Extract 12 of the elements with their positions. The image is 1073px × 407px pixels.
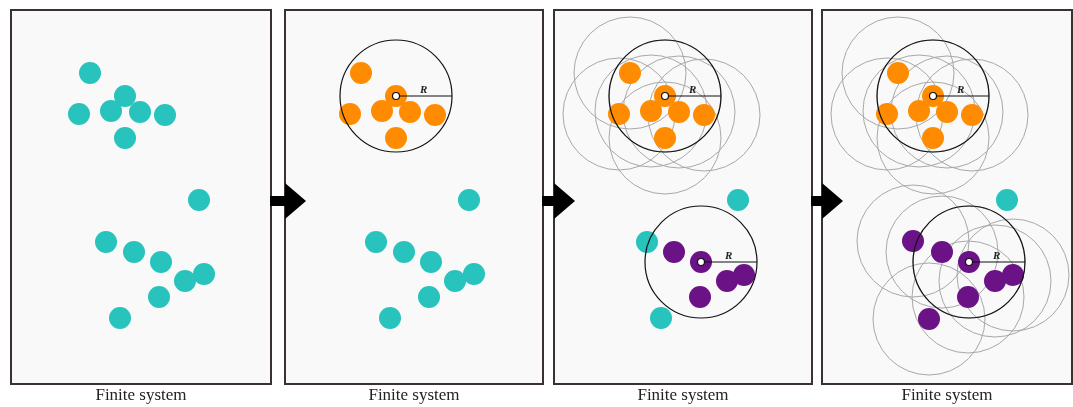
panel-caption: Finite system — [900, 385, 994, 405]
radius-label: R — [957, 84, 965, 95]
radius-label: R — [420, 84, 428, 95]
panel-caption: Finite system — [636, 385, 730, 405]
panel-caption: Finite system — [367, 385, 461, 405]
block-arrow — [811, 183, 843, 219]
radius-label: R — [993, 250, 1001, 261]
radius-label: R — [725, 250, 733, 261]
block-arrow — [542, 183, 575, 219]
radius-label: R — [689, 84, 697, 95]
panel-caption: Finite system — [94, 385, 188, 405]
block-arrow — [270, 183, 306, 219]
